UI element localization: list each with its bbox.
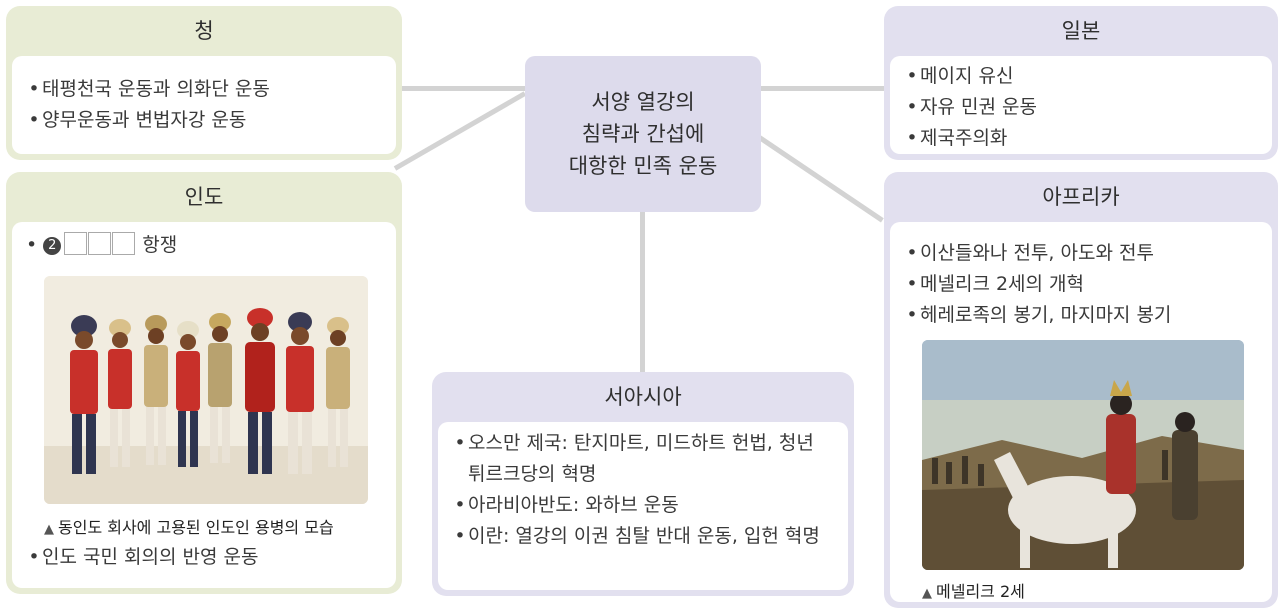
list-item: 아라비아반도: 와하브 운동 <box>452 490 834 521</box>
list-item: 인도 국민 회의의 반영 운동 <box>26 542 258 573</box>
list-item: 제국주의화 <box>904 123 1258 154</box>
list-item: 태평천국 운동과 의화단 운동 <box>26 74 382 105</box>
number-badge: 2 <box>43 237 62 255</box>
list-item: 메넬리크 2세의 개혁 <box>904 269 1258 300</box>
blank-box <box>64 232 88 255</box>
japan-title: 일본 <box>1061 19 1101 43</box>
india-box: 인도 • 2 항쟁 ▲동인도 회 <box>6 172 402 594</box>
blank-box <box>112 232 136 255</box>
connector-qing <box>400 86 528 91</box>
caption-text: 동인도 회사에 고용된 인도인 용병의 모습 <box>58 518 334 537</box>
double-chevron-up-icon: ▲ <box>44 522 54 537</box>
india-title: 인도 <box>184 185 224 209</box>
list-item: 오스만 제국: 탄지마트, 미드하트 헌법, 청년 튀르크당의 혁명 <box>452 428 834 490</box>
photo-caption: ▲ 동인도 회사에 고용된 인도인 용병의 모습 <box>44 514 334 538</box>
center-topic: 서양 열강의 침략과 간섭에 대항한 민족 운동 <box>525 56 761 212</box>
west-asia-box: 서아시아 오스만 제국: 탄지마트, 미드하트 헌법, 청년 튀르크당의 혁명 … <box>432 372 854 596</box>
list-item: 양무운동과 변법자강 운동 <box>26 105 382 136</box>
center-line: 침략과 간섭에 <box>581 122 705 146</box>
list-item: 자유 민권 운동 <box>904 92 1258 123</box>
qing-box: 청 태평천국 운동과 의화단 운동 양무운동과 변법자강 운동 <box>6 6 402 160</box>
center-line: 대항한 민족 운동 <box>568 154 718 178</box>
blank-box <box>88 232 112 255</box>
japan-box: 일본 메이지 유신 자유 민권 운동 제국주의화 <box>884 6 1278 160</box>
connector-africa <box>756 134 884 223</box>
blank-item-suffix: 항쟁 <box>142 234 178 256</box>
qing-title: 청 <box>194 19 214 43</box>
list-item: 이산들와나 전투, 아도와 전투 <box>904 238 1258 269</box>
list-item: 메이지 유신 <box>904 61 1258 92</box>
list-item: 이란: 열강의 이권 침탈 반대 운동, 입헌 혁명 <box>452 521 834 552</box>
photo-caption: ▲ 메넬리크 2세 <box>922 578 1025 602</box>
connector-west-asia <box>640 210 645 374</box>
list-item: 헤레로족의 봉기, 마지마지 봉기 <box>904 300 1258 331</box>
africa-box: 아프리카 이산들와나 전투, 아도와 전투 메넬리크 2세의 개혁 헤레로족의 … <box>884 172 1278 608</box>
west-asia-title: 서아시아 <box>604 385 682 409</box>
africa-title: 아프리카 <box>1042 185 1120 209</box>
menelik-photo <box>922 340 1244 570</box>
caption-text: 메넬리크 2세 <box>936 582 1025 601</box>
double-chevron-up-icon: ▲ <box>922 586 932 601</box>
connector-japan <box>758 86 888 91</box>
blank-item: • 2 항쟁 <box>26 232 178 256</box>
sepoy-photo <box>44 276 368 504</box>
connector-india <box>393 91 527 171</box>
center-line: 서양 열강의 <box>591 90 695 114</box>
